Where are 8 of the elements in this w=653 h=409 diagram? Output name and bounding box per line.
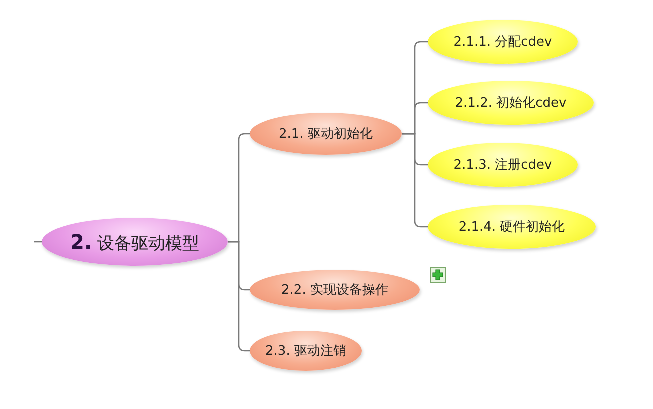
node-text: 2.1. 驱动初始化 — [279, 126, 373, 143]
node-text: 2.2. 实现设备操作 — [282, 282, 388, 299]
node-text: 2.1.2. 初始化cdev — [455, 95, 567, 112]
node-text: 2.1.4. 硬件初始化 — [458, 219, 566, 236]
node-text: 2.1.3. 注册cdev — [454, 157, 552, 174]
node-text: 2. 设备驱动模型 — [70, 230, 200, 254]
node-text: 2.1.1. 分配cdev — [454, 34, 552, 51]
node-text: 2.3. 驱动注销 — [266, 343, 346, 360]
